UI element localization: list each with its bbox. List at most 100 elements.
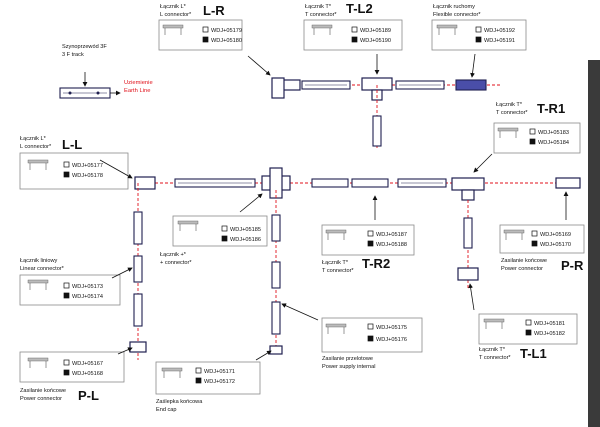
code-black: WDJ+05170: [540, 242, 571, 248]
code-white: WDJ+05173: [72, 284, 103, 290]
black-variant-swatch: [529, 138, 536, 145]
card-title-pl: Zasilanie końcowe: [20, 388, 66, 394]
card-linear: Łącznik liniowy Linear connector* WDJ+05…: [19, 258, 121, 306]
code-white: WDJ+05185: [230, 227, 261, 233]
code-black: WDJ+05172: [204, 379, 235, 385]
card-title-pl: Łącznik T*: [479, 347, 506, 353]
card-title-pl: Łącznik liniowy: [20, 258, 58, 264]
black-variant-swatch: [63, 369, 70, 376]
card-plus: WDJ+05185 WDJ+05186 Łącznik +* + connect…: [160, 215, 268, 266]
card-title-en: Power connector: [501, 266, 543, 272]
code-black: WDJ+05182: [534, 331, 565, 337]
white-variant-swatch: [351, 26, 358, 33]
card-title-pl: Łącznik T*: [496, 102, 523, 108]
card-l-r: Łącznik L* L connector* L-R WDJ+05179 WD…: [158, 3, 243, 51]
black-variant-swatch: [367, 335, 374, 342]
black-variant-swatch: [202, 36, 209, 43]
black-variant-swatch: [221, 235, 228, 242]
black-variant-swatch: [63, 292, 70, 299]
sample-track: [59, 72, 121, 99]
earth-label-en: Earth Line: [124, 88, 150, 94]
card-code-big: T-R1: [537, 101, 565, 116]
code-black: WDJ+05174: [72, 294, 103, 300]
code-black: WDJ+05176: [376, 337, 407, 343]
card-flexible: Łącznik ruchomy Flexible connector* WDJ+…: [431, 4, 527, 51]
card-title-en: Linear connector*: [20, 266, 65, 272]
card-power-supply-internal: WDJ+05175 WDJ+05176 Zasilanie przelotowe…: [321, 317, 423, 370]
card-title-pl: Łącznik L*: [20, 136, 47, 142]
code-white: WDJ+05179: [211, 28, 242, 34]
code-white: WDJ+05187: [376, 232, 407, 238]
black-variant-swatch: [63, 171, 70, 178]
card-p-r: WDJ+05169 WDJ+05170 Zasilanie końcowe Po…: [499, 224, 585, 273]
card-title-en: T connector*: [322, 268, 354, 274]
white-variant-swatch: [525, 319, 532, 326]
white-variant-swatch: [63, 282, 70, 289]
middle-track-row: [134, 167, 581, 201]
black-variant-swatch: [531, 240, 538, 247]
card-title-en: Power supply internal: [322, 364, 375, 370]
card-title-pl: Zaślepka końcowa: [156, 399, 203, 405]
black-variant-swatch: [525, 329, 532, 336]
card-code-big: P-R: [561, 258, 584, 273]
code-black: WDJ+05188: [376, 242, 407, 248]
card-t-r1: Łącznik T* T connector* T-R1 WDJ+05183 W…: [493, 101, 581, 154]
white-variant-swatch: [202, 26, 209, 33]
code-black: WDJ+05186: [230, 237, 261, 243]
black-variant-swatch: [475, 36, 482, 43]
code-white: WDJ+05177: [72, 163, 103, 169]
card-code-big: T-L2: [346, 1, 373, 16]
card-t-l2: Łącznik T* T connector* T-L2 WDJ+05189 W…: [303, 1, 403, 51]
code-black: WDJ+05190: [360, 38, 391, 44]
card-title-pl: Zasilanie końcowe: [501, 258, 547, 264]
card-p-l: WDJ+05167 WDJ+05168 Zasilanie końcowe Po…: [19, 351, 125, 403]
card-title-pl: Zasilanie przelotowe: [322, 356, 373, 362]
code-black: WDJ+05180: [211, 38, 242, 44]
card-code-big: T-L1: [520, 346, 547, 361]
code-white: WDJ+05183: [538, 130, 569, 136]
card-t-r2: WDJ+05187 WDJ+05188 Łącznik T* T connect…: [321, 224, 415, 274]
card-code-big: P-L: [78, 388, 99, 403]
code-white: WDJ+05189: [360, 28, 391, 34]
card-title-en: L connector*: [20, 144, 52, 150]
card-title-en: T connector*: [479, 355, 511, 361]
center-vertical-track: [269, 190, 283, 355]
card-end-cap: WDJ+05171 WDJ+05172 Zaślepka końcowa End…: [155, 361, 261, 413]
card-title-pl: Łącznik T*: [322, 260, 349, 266]
white-variant-swatch: [529, 128, 536, 135]
code-white: WDJ+05171: [204, 369, 235, 375]
card-title-pl: Łącznik ruchomy: [433, 4, 475, 10]
code-white: WDJ+05175: [376, 325, 407, 331]
white-variant-swatch: [63, 161, 70, 168]
white-variant-swatch: [367, 230, 374, 237]
right-vertical-track: [457, 200, 479, 290]
card-title-pl: Łącznik L*: [160, 4, 187, 10]
top-track-row: [271, 77, 500, 150]
earth-label-pl: Uziemienie: [124, 80, 153, 86]
page-edge-strip: [588, 60, 600, 427]
card-code-big: L-L: [62, 137, 82, 152]
card-title-en: End cap: [156, 407, 177, 413]
code-black: WDJ+05178: [72, 173, 103, 179]
code-white: WDJ+05169: [540, 232, 571, 238]
black-variant-swatch: [195, 377, 202, 384]
card-title-en: T connector*: [496, 110, 528, 116]
code-white: WDJ+05181: [534, 321, 565, 327]
card-title-en: Flexible connector*: [433, 12, 481, 18]
card-t-l1: WDJ+05181 WDJ+05182 Łącznik T* T connect…: [478, 313, 578, 361]
track-label-pl: Szynoprzewód 3F: [62, 44, 107, 50]
code-white: WDJ+05192: [484, 28, 515, 34]
white-variant-swatch: [531, 230, 538, 237]
black-variant-swatch: [351, 36, 358, 43]
code-black: WDJ+05184: [538, 140, 569, 146]
white-variant-swatch: [221, 225, 228, 232]
card-title-en: Power connector: [20, 396, 62, 402]
track-label-en: 3 F track: [62, 52, 84, 58]
card-title-en: + connector*: [160, 260, 192, 266]
card-title-en: T connector*: [305, 12, 337, 18]
white-variant-swatch: [63, 359, 70, 366]
white-variant-swatch: [367, 323, 374, 330]
white-variant-swatch: [475, 26, 482, 33]
code-black: WDJ+05191: [484, 38, 515, 44]
